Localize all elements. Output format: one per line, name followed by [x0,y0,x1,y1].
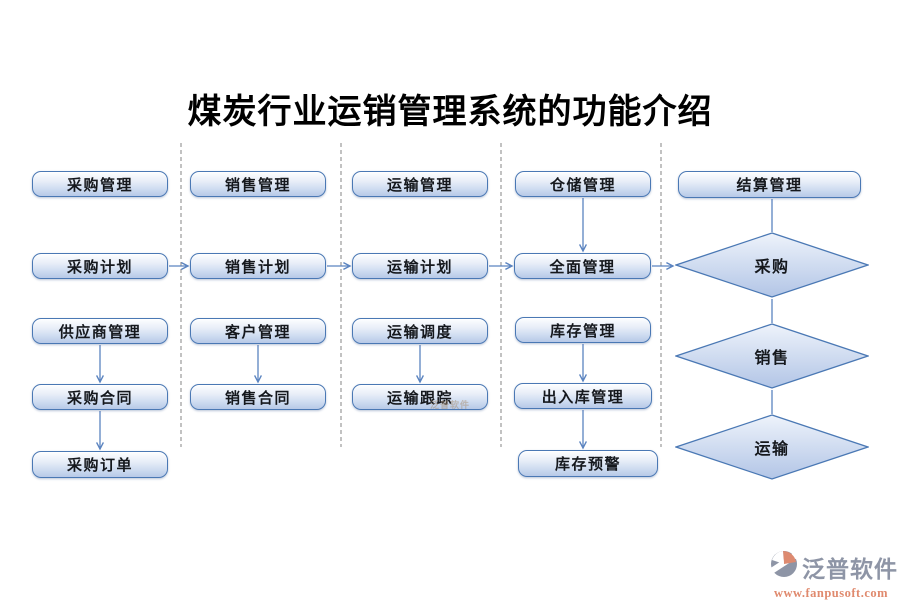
node-cg_jh: 采购计划 [32,253,168,279]
node-kc_yj: 库存预警 [518,450,658,477]
diamond-shape [673,414,871,480]
node-label: 供应商管理 [58,323,142,341]
node-label: 销售 [754,350,790,367]
node-label: 库存预警 [554,456,621,473]
node-kc_gl: 库存管理 [515,317,651,343]
node-label: 采购管理 [66,176,133,194]
diamond-shape [673,232,871,298]
node-crk_gl: 出入库管理 [514,383,652,409]
node-label: 销售计划 [224,258,291,276]
node-label: 采购合同 [66,389,133,407]
node-js_gl: 结算管理 [678,171,861,198]
node-xs_jh: 销售计划 [190,253,326,279]
node-qm_gl: 全面管理 [514,253,651,279]
node-d_cg: 采购 [673,232,871,298]
diamond-shape [673,323,871,389]
node-label: 运输管理 [386,176,453,194]
node-label: 运输计划 [386,258,453,276]
node-label: 仓储管理 [549,176,616,194]
fanpu-logo-url: www.fanpusoft.com [773,586,889,600]
node-label: 运输 [754,441,790,458]
node-label: 运输跟踪 [386,389,453,407]
node-label: 采购 [754,259,790,276]
node-kh_gl: 客户管理 [190,318,326,344]
node-label: 结算管理 [736,177,803,194]
node-xs_gl: 销售管理 [190,171,326,197]
vendor-logo: 泛普软件 www.fanpusoft.com [765,548,897,600]
node-cg_dd: 采购订单 [32,451,168,478]
node-label: 采购计划 [66,258,133,276]
node-ys_dd: 运输调度 [352,318,488,344]
node-ys_gz: 运输跟踪 [352,384,488,410]
node-ys_gl: 运输管理 [352,171,488,197]
node-cg_ht: 采购合同 [32,384,168,410]
node-d_xs: 销售 [673,323,871,389]
node-label: 出入库管理 [541,388,625,406]
node-label: 库存管理 [549,322,616,340]
node-label: 全面管理 [549,258,616,276]
node-d_ys: 运输 [673,414,871,480]
watermark-text: 泛普软件 [430,400,471,410]
node-label: 客户管理 [224,323,291,341]
node-gys_gl: 供应商管理 [32,318,168,344]
node-ys_jh: 运输计划 [352,253,488,279]
node-xs_ht: 销售合同 [190,384,326,410]
fanpu-logo-text: 泛普软件 [802,555,898,582]
node-label: 销售管理 [224,176,291,194]
node-label: 采购订单 [66,457,133,474]
node-cc_gl: 仓储管理 [515,171,651,197]
fanpu-logo-icon [765,548,804,585]
node-cg_gl: 采购管理 [32,171,168,197]
page-title: 煤炭行业运销管理系统的功能介绍 [187,93,713,131]
node-label: 运输调度 [386,323,453,341]
node-label: 销售合同 [224,389,291,407]
